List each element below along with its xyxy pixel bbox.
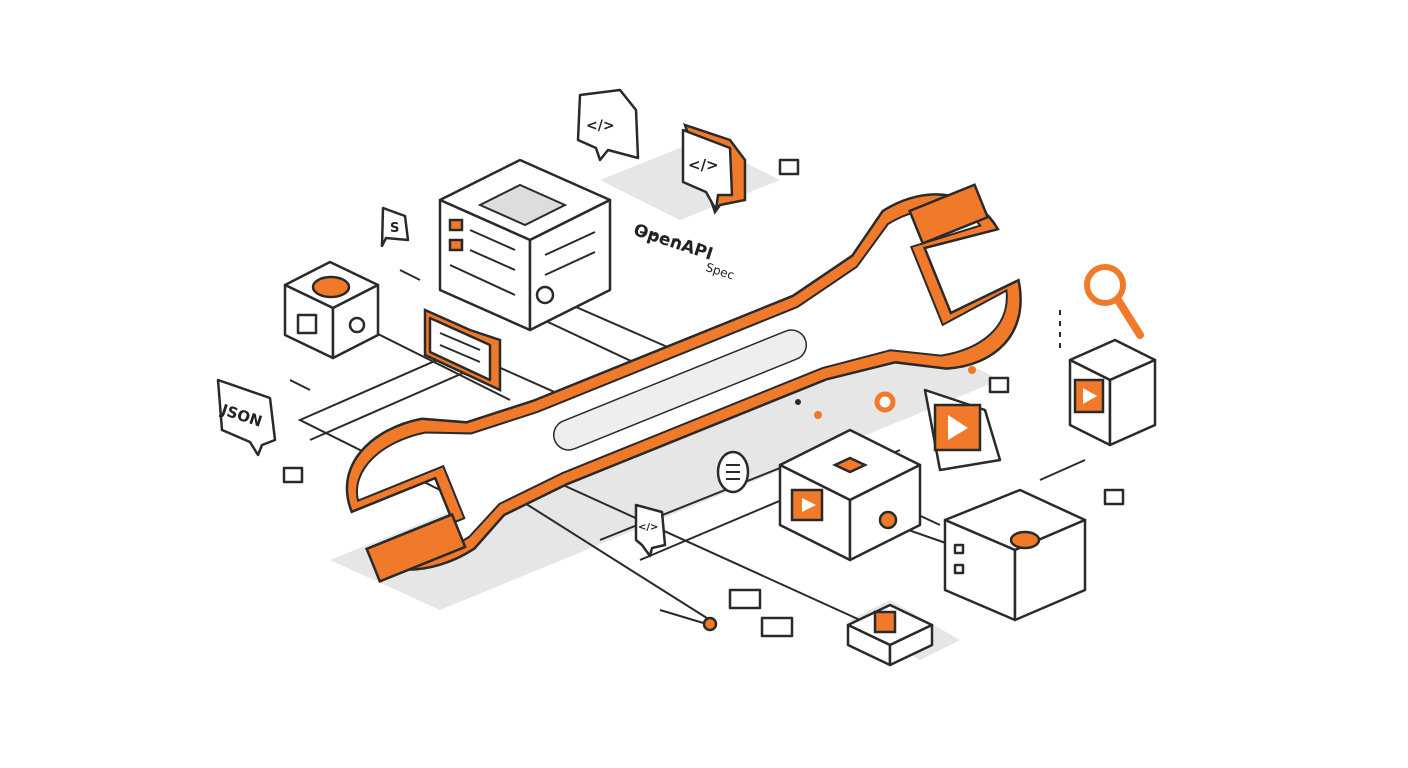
openapi-spec-label: OpenAPI Spec [631,220,736,282]
openapi-text: OpenAPI [631,220,715,264]
s-bubble-icon: S [380,206,410,248]
list-bubble-icon [716,450,750,494]
server-icon [438,158,612,332]
magnifier-icon [1084,264,1144,339]
play-box-right-icon [1068,338,1157,447]
wrench-icon [345,183,1022,584]
list-box-right-icon [943,488,1087,622]
code-bubble-small-icon: </> [634,503,667,558]
small-cubes [282,158,1125,638]
s-label: S [390,221,399,236]
play-tile-icon [923,388,1002,472]
connector-lines [289,231,1086,626]
json-bubble-icon: JSON [216,378,277,457]
spec-text: Spec [704,260,736,282]
code-bubble-icon: </> [576,88,640,162]
tile-icon [846,603,934,667]
list-box-icon [423,308,502,392]
code-label: </> [586,118,615,134]
code-bubble-orange-icon: </> [681,123,747,215]
code-small-label: </> [638,522,658,533]
play-box-icon [778,428,922,562]
code-orange-label: </> [688,156,719,174]
cube-icon [283,260,380,360]
